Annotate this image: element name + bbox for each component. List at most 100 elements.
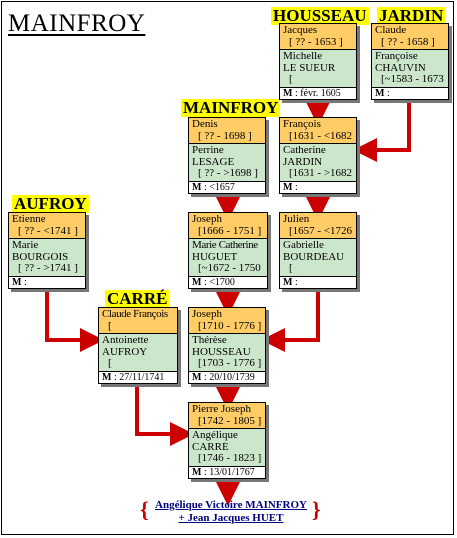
- wife-surname: AUFROY: [102, 346, 148, 358]
- marriage-row: M :: [280, 275, 356, 288]
- marriage-row: M :: [9, 275, 85, 288]
- marriage-label: M: [192, 466, 202, 478]
- husband-name: Jacques: [283, 25, 318, 36]
- couple-box-carre: Claude François [ Antoinette AUFROY [ M …: [98, 307, 178, 384]
- wife-cell: Perrine LESAGE [ ?? - >1698 ]: [189, 144, 265, 181]
- wife-first-name: Marie Catherine: [192, 240, 258, 251]
- husband-name: Etienne: [12, 214, 46, 225]
- wife-dates: [: [108, 358, 112, 369]
- marriage-date: : févr. 1605: [294, 87, 341, 99]
- wife-surname: HUGUET: [192, 251, 238, 263]
- marriage-date: :: [23, 276, 27, 288]
- couple-box-housseau: Jacques [ ?? - 1653 ] Michelle LE SUEUR …: [279, 23, 357, 100]
- husband-name: Pierre Joseph: [192, 404, 251, 415]
- husband-cell: Claude [ ?? - 1658 ]: [372, 24, 448, 50]
- arrow-julien: [261, 287, 320, 352]
- marriage-row: M :: [280, 180, 356, 193]
- husband-name: Joseph: [192, 309, 222, 320]
- marriage-label: M: [375, 87, 385, 99]
- husband-dates: [1710 - 1776 ]: [198, 320, 262, 332]
- husband-dates: [1657 - <1726 ]: [289, 225, 353, 237]
- marriage-row: M : <1700: [189, 275, 267, 288]
- wife-first-name: Françoise: [375, 51, 418, 62]
- marriage-date: : 27/11/1741: [113, 371, 165, 383]
- wife-first-name: Antoinette: [102, 335, 149, 346]
- husband-cell: François [1631 - <1682 ]: [280, 118, 356, 144]
- husband-dates: [ ?? - <1741 ]: [18, 225, 78, 237]
- wife-surname: LE SUEUR: [283, 62, 336, 74]
- couple-box-francois: François [1631 - <1682 ] Catherine JARDI…: [279, 117, 357, 194]
- couple-box-aufroy: Etienne [ ?? - <1741 ] Marie BOURGOIS [ …: [8, 212, 86, 289]
- husband-cell: Joseph [1666 - 1751 ]: [189, 213, 267, 239]
- marriage-label: M: [12, 276, 22, 288]
- husband-cell: Jacques [ ?? - 1653 ]: [280, 24, 356, 50]
- arrow-aufroy: [45, 287, 104, 352]
- wife-surname: BOURGOIS: [12, 251, 69, 263]
- couple-box-pierre-joseph: Pierre Joseph [1742 - 1805 ] Angélique C…: [188, 402, 266, 479]
- husband-dates: [1742 - 1805 ]: [198, 415, 262, 427]
- wife-dates: [1703 - 1776 ]: [198, 358, 262, 369]
- descendant-block: Angélique Victoire MAINFROY + Jean Jacqu…: [140, 499, 322, 525]
- marriage-date: : <1657: [203, 181, 235, 193]
- wife-cell: Thérèse HOUSSEAU [1703 - 1776 ]: [189, 334, 265, 371]
- wife-first-name: Thérèse: [192, 335, 227, 346]
- family-label-aufroy: AUFROY: [12, 194, 89, 213]
- wife-dates: [: [289, 263, 293, 274]
- marriage-date: :: [294, 181, 298, 193]
- husband-name: François: [283, 119, 321, 130]
- husband-cell: Joseph [1710 - 1776 ]: [189, 308, 265, 334]
- family-label-housseau: HOUSSEAU: [271, 6, 369, 25]
- husband-dates: [: [108, 320, 112, 332]
- wife-dates: [ ?? - >1741 ]: [18, 263, 78, 274]
- wife-cell: Angélique CARRÉ [1746 - 1823 ]: [189, 429, 265, 466]
- couple-box-jardin: Claude [ ?? - 1658 ] Françoise CHAUVIN […: [371, 23, 449, 100]
- wife-surname: HOUSSEAU: [192, 346, 251, 358]
- wife-dates: [: [289, 74, 293, 85]
- marriage-label: M: [283, 181, 293, 193]
- wife-dates: [1631 - >1682 ]: [289, 168, 353, 179]
- marriage-row: M : <1657: [189, 180, 265, 193]
- marriage-date: :: [386, 87, 390, 99]
- wife-first-name: Michelle: [283, 51, 323, 62]
- wife-cell: Françoise CHAUVIN [~1583 - 1673 ]: [372, 50, 448, 87]
- couple-box-julien: Julien [1657 - <1726 ] Gabrielle BOURDEA…: [279, 212, 357, 289]
- wife-first-name: Perrine: [192, 145, 224, 156]
- husband-name: Claude François: [102, 309, 168, 320]
- couple-box-joseph-housseau: Joseph [1710 - 1776 ] Thérèse HOUSSEAU […: [188, 307, 266, 384]
- arrow-carre: [135, 382, 194, 446]
- wife-cell: Marie BOURGOIS [ ?? - >1741 ]: [9, 239, 85, 276]
- right-brace: }: [312, 497, 321, 522]
- wife-first-name: Angélique: [192, 430, 238, 441]
- descendant-name-link[interactable]: Angélique Victoire MAINFROY: [155, 499, 307, 511]
- wife-surname: LESAGE: [192, 156, 235, 168]
- husband-name: Joseph: [192, 214, 222, 225]
- marriage-date: :: [294, 276, 298, 288]
- left-brace: {: [140, 497, 149, 522]
- wife-cell: Michelle LE SUEUR [: [280, 50, 356, 87]
- wife-dates: [~1672 - 1750 ]: [198, 263, 264, 274]
- couple-box-joseph-huguet: Joseph [1666 - 1751 ] Marie Catherine HU…: [188, 212, 268, 289]
- husband-dates: [1666 - 1751 ]: [198, 225, 262, 237]
- marriage-row: M : févr. 1605: [280, 86, 356, 99]
- marriage-label: M: [102, 371, 112, 383]
- wife-surname: CARRÉ: [192, 441, 229, 453]
- wife-cell: Catherine JARDIN [1631 - >1682 ]: [280, 144, 356, 181]
- wife-first-name: Catherine: [283, 145, 326, 156]
- marriage-date: : <1700: [203, 276, 235, 288]
- spouse-name-link[interactable]: + Jean Jacques HUET: [178, 512, 284, 524]
- family-label-mainfroy: MAINFROY: [181, 98, 281, 117]
- wife-surname: BOURDEAU: [283, 251, 345, 263]
- husband-cell: Julien [1657 - <1726 ]: [280, 213, 356, 239]
- husband-dates: [ ?? - 1653 ]: [289, 36, 343, 48]
- husband-cell: Claude François [: [99, 308, 177, 334]
- marriage-label: M: [192, 371, 202, 383]
- husband-dates: [ ?? - 1658 ]: [381, 36, 435, 48]
- husband-dates: [1631 - <1682 ]: [289, 130, 353, 142]
- wife-cell: Gabrielle BOURDEAU [: [280, 239, 356, 276]
- couple-box-denis: Denis [ ?? - 1698 ] Perrine LESAGE [ ?? …: [188, 117, 266, 194]
- wife-first-name: Marie: [12, 240, 39, 251]
- family-label-carre: CARRÉ: [105, 289, 170, 308]
- husband-cell: Pierre Joseph [1742 - 1805 ]: [189, 403, 265, 429]
